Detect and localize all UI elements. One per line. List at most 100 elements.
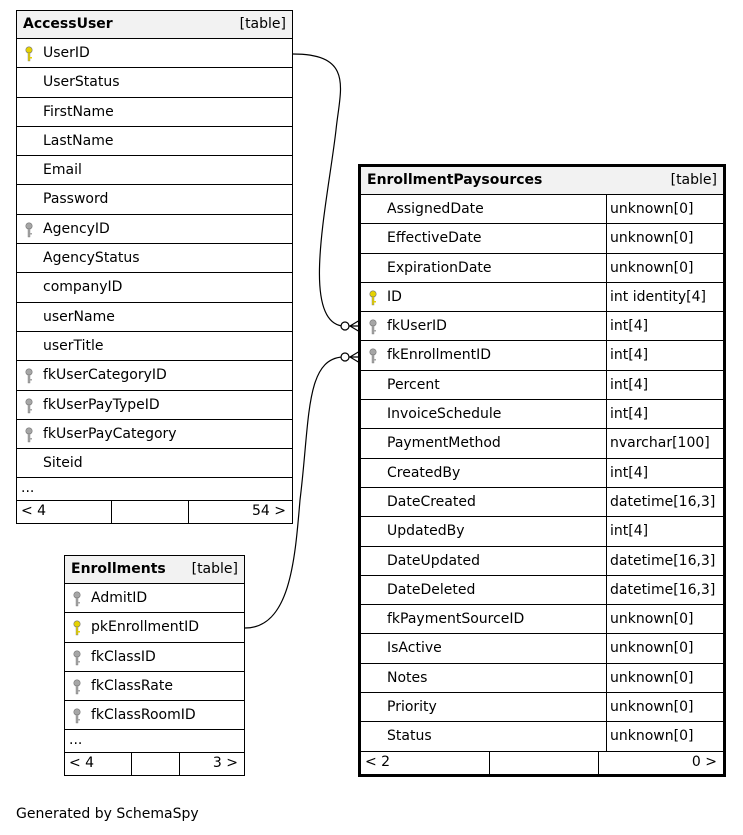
table-footer: < 4 54 > xyxy=(17,501,292,524)
table-type: [table] xyxy=(239,16,286,32)
column-row[interactable]: Password xyxy=(17,185,292,215)
foreign-key-icon xyxy=(25,222,33,237)
table-enrollmentpaysources[interactable]: EnrollmentPaysources [table] AssignedDat… xyxy=(358,164,726,777)
column-name: fkEnrollmentID xyxy=(387,347,492,364)
column-row[interactable]: AdmitID xyxy=(65,584,244,614)
column-type: unknown[0] xyxy=(610,728,694,745)
optional-marker xyxy=(340,321,350,331)
column-row[interactable]: fkUserCategoryID xyxy=(17,361,292,391)
child-count[interactable]: 54 > xyxy=(252,503,286,520)
column-name: Email xyxy=(43,162,82,179)
table-footer: < 4 3 > xyxy=(65,753,244,776)
column-row[interactable]: pkEnrollmentID xyxy=(65,613,244,643)
column-row[interactable]: AgencyStatus xyxy=(17,244,292,274)
column-type: int[4] xyxy=(610,464,649,481)
parent-count[interactable]: < 2 xyxy=(365,753,391,770)
column-row[interactable]: userTitle xyxy=(17,332,292,362)
column-type: nvarchar[100] xyxy=(610,435,710,452)
column-type: unknown[0] xyxy=(610,259,694,276)
column-row[interactable]: ExpirationDate unknown[0] xyxy=(361,253,723,283)
column-type: unknown[0] xyxy=(610,640,694,657)
column-row[interactable]: fkClassRate xyxy=(65,672,244,702)
parent-count[interactable]: < 4 xyxy=(21,503,47,520)
more-columns-ellipsis: ... xyxy=(65,730,244,754)
generator-credit: Generated by SchemaSpy xyxy=(16,806,199,822)
table-type: [table] xyxy=(191,561,238,577)
parent-count[interactable]: < 4 xyxy=(69,755,95,772)
column-row[interactable]: fkPaymentSourceID unknown[0] xyxy=(361,605,723,635)
column-type: datetime[16,3] xyxy=(610,581,716,598)
column-type: unknown[0] xyxy=(610,611,694,628)
column-name: UpdatedBy xyxy=(387,523,465,540)
column-name: PaymentMethod xyxy=(387,435,501,452)
column-row[interactable]: Siteid xyxy=(17,449,292,479)
column-type: datetime[16,3] xyxy=(610,493,716,510)
column-row[interactable]: IsActive unknown[0] xyxy=(361,634,723,664)
column-name: FirstName xyxy=(43,103,114,120)
column-name: Status xyxy=(387,728,432,745)
column-row[interactable]: UserID xyxy=(17,39,292,69)
column-name: EffectiveDate xyxy=(387,230,482,247)
column-row[interactable]: fkEnrollmentID int[4] xyxy=(361,341,723,371)
column-row[interactable]: UserStatus xyxy=(17,68,292,98)
column-name: Password xyxy=(43,191,109,208)
optional-marker xyxy=(340,352,350,362)
column-name: fkClassRoomID xyxy=(91,707,196,724)
table-name: EnrollmentPaysources xyxy=(367,172,543,188)
table-header: Enrollments [table] xyxy=(65,556,244,584)
column-row[interactable]: fkClassRoomID xyxy=(65,701,244,731)
column-type: int[4] xyxy=(610,376,649,393)
column-row[interactable]: fkUserPayCategory xyxy=(17,420,292,450)
column-name: fkPaymentSourceID xyxy=(387,611,525,628)
column-name: companyID xyxy=(43,279,123,296)
column-row[interactable]: fkClassID xyxy=(65,643,244,672)
column-name: UserID xyxy=(43,45,90,61)
column-row[interactable]: LastName xyxy=(17,127,292,157)
foreign-key-icon xyxy=(73,591,81,607)
foreign-key-icon xyxy=(369,319,377,335)
child-count[interactable]: 0 > xyxy=(691,753,717,770)
column-row[interactable]: Status unknown[0] xyxy=(361,722,723,752)
column-type: int[4] xyxy=(610,347,649,364)
column-name: Siteid xyxy=(43,455,83,472)
column-row[interactable]: userName xyxy=(17,303,292,332)
column-name: AgencyStatus xyxy=(43,250,140,267)
column-name: userTitle xyxy=(43,337,104,354)
column-row[interactable]: Email xyxy=(17,156,292,186)
column-row[interactable]: companyID xyxy=(17,273,292,303)
foreign-key-icon xyxy=(73,650,81,665)
column-name: LastName xyxy=(43,132,114,149)
column-row[interactable]: DateDeleted datetime[16,3] xyxy=(361,575,723,606)
column-row[interactable]: FirstName xyxy=(17,98,292,127)
column-row[interactable]: AgencyID xyxy=(17,215,292,245)
foreign-key-icon xyxy=(369,348,377,364)
column-row[interactable]: fkUserPayTypeID xyxy=(17,391,292,420)
column-type: int[4] xyxy=(610,318,649,335)
column-name: DateDeleted xyxy=(387,581,476,598)
column-name: fkClassRate xyxy=(91,677,173,694)
column-name: UserStatus xyxy=(43,74,120,91)
child-count[interactable]: 3 > xyxy=(212,755,238,772)
column-name: InvoiceSchedule xyxy=(387,406,502,423)
more-columns-ellipsis: ... xyxy=(17,478,292,502)
column-name: ExpirationDate xyxy=(387,259,492,276)
column-name: IsActive xyxy=(387,640,442,657)
primary-key-icon xyxy=(73,620,81,636)
foreign-key-icon xyxy=(73,679,81,695)
column-type: unknown[0] xyxy=(610,699,694,716)
column-row[interactable]: PaymentMethod nvarchar[100] xyxy=(361,429,723,459)
